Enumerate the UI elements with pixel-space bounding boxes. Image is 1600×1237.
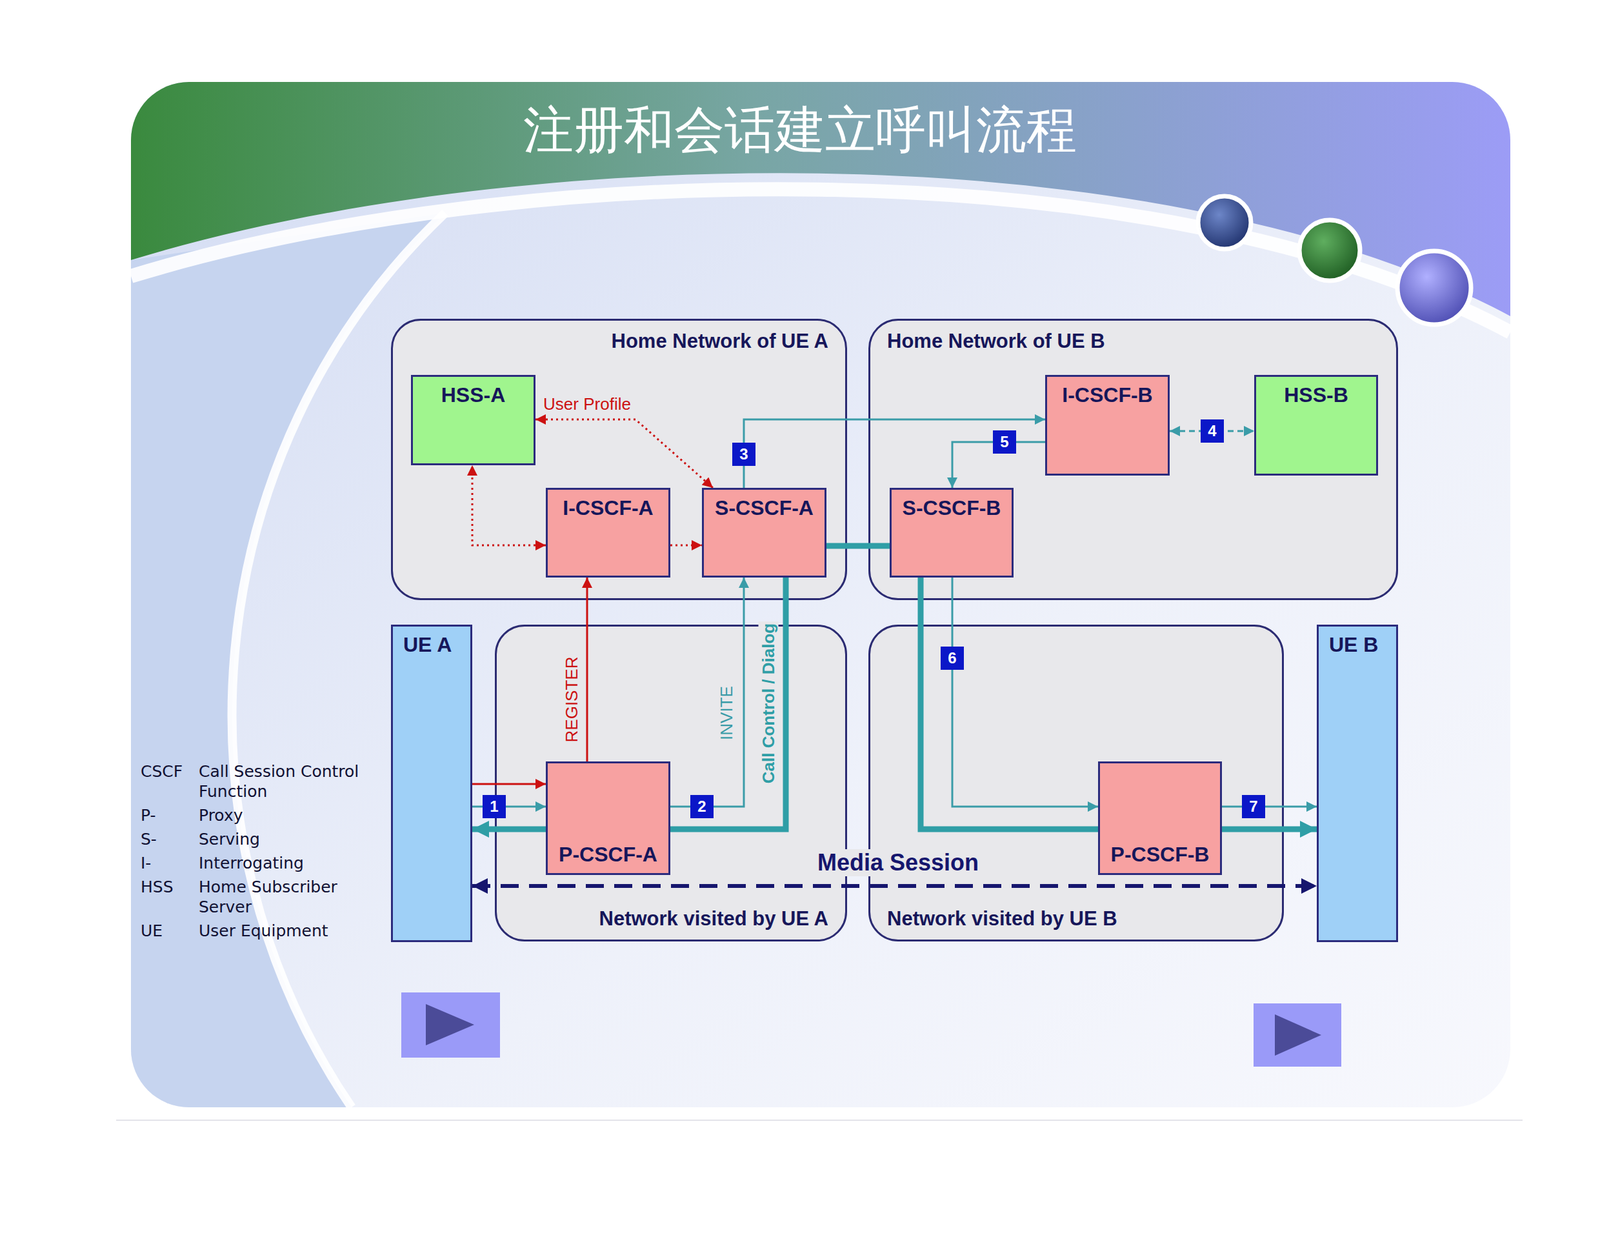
play-button [1253, 1003, 1342, 1067]
hss-box: HSS-A [410, 374, 536, 466]
box-label: HSS-A [441, 383, 506, 408]
edge-label: REGISTER [561, 654, 582, 745]
cscf-box: S-CSCF-B [889, 487, 1014, 578]
region-heading: Home Network of UE B [887, 329, 1106, 353]
box-label: I-CSCF-B [1061, 383, 1153, 408]
callout-number: 3 [732, 442, 756, 466]
edge-label: User Profile [541, 394, 633, 415]
abbreviation-meaning: User Equipment [198, 920, 384, 941]
callout-number: 1 [482, 794, 506, 819]
abbreviation: UE [140, 920, 199, 941]
slide-title: 注册和会话建立呼叫流程 [523, 100, 1077, 159]
box-label: S-CSCF-B [902, 496, 1002, 520]
visited-network-region: Network visited by UE B P-CSCF-B [868, 624, 1284, 942]
abbreviation: S- [140, 829, 199, 850]
user-equipment: UE A [390, 624, 473, 942]
cscf-box: P-CSCF-A [545, 761, 671, 875]
cscf-box: S-CSCF-A [701, 487, 827, 578]
region-heading: Network visited by UE A [599, 907, 829, 931]
callout-number: 4 [1200, 419, 1224, 443]
box-label: S-CSCF-A [714, 496, 814, 520]
home-network-region: Home Network of UE B I-CSCF-B HSS-B S-CSCF-… [868, 318, 1399, 600]
cscf-box: I-CSCF-A [545, 487, 671, 578]
abbreviation: I- [140, 852, 199, 873]
legend-list: CSCFCall Session Control FunctionP-Proxy… [140, 761, 384, 941]
box-label: P-CSCF-B [1110, 842, 1210, 867]
callout-number: 5 [992, 430, 1017, 454]
box-label: P-CSCF-A [558, 842, 658, 867]
abbreviation-meaning: Serving [198, 829, 384, 850]
edge-label: Media Session [815, 849, 981, 877]
play-button [401, 992, 500, 1058]
user-equipment: UE B [1316, 624, 1399, 942]
edge-label: INVITE [716, 683, 737, 742]
edge-label: Call Control / Dialog [758, 621, 779, 786]
callout-number: 2 [690, 794, 714, 819]
hss-box: HSS-B [1254, 374, 1379, 476]
box-label: UE B [1329, 632, 1379, 657]
abbreviation: P- [140, 805, 199, 826]
signal-arrow [586, 577, 589, 762]
box-label: I-CSCF-A [562, 496, 653, 520]
home-network-region: Home Network of UE A HSS-A I-CSCF-A S-CSCF-… [390, 318, 848, 600]
region-heading: Network visited by UE B [887, 907, 1118, 931]
abbreviation-meaning: Interrogating [198, 852, 384, 873]
callout-number: 7 [1241, 794, 1266, 819]
callout-number: 6 [940, 646, 964, 670]
signal-arrow [1221, 805, 1317, 808]
abbreviation-meaning: Call Session Control Function [198, 761, 384, 802]
signal-arrow [472, 783, 546, 786]
visited-network-region: Network visited by UE A P-CSCF-A [494, 624, 848, 942]
box-label: UE A [403, 632, 452, 657]
abbreviation: HSS [140, 876, 199, 917]
region-heading: Home Network of UE A [611, 329, 829, 353]
cscf-box: I-CSCF-B [1045, 374, 1170, 476]
abbreviation-meaning: Home Subscriber Server [198, 876, 384, 917]
cscf-box: P-CSCF-B [1098, 761, 1222, 875]
abbreviation-meaning: Proxy [198, 805, 384, 826]
abbreviation: CSCF [140, 761, 199, 802]
box-label: HSS-B [1283, 383, 1349, 408]
